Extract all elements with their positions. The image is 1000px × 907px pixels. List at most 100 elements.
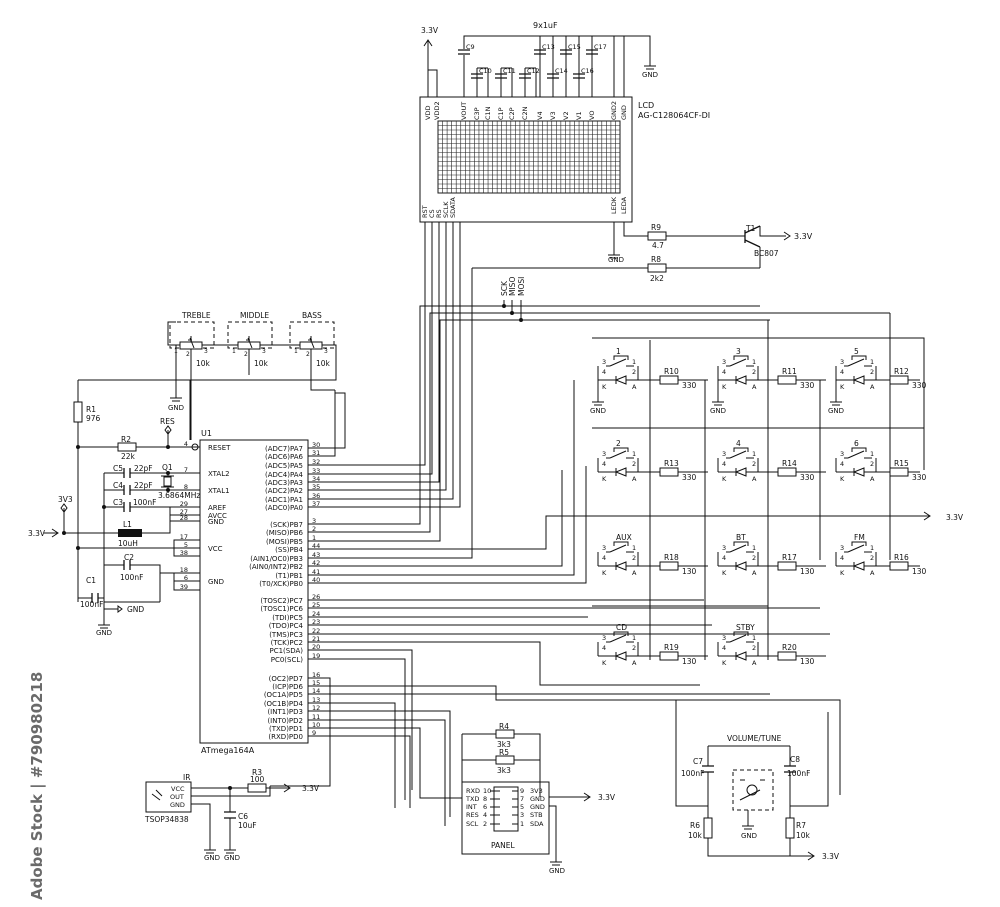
mcu-pin-num-5: 5 xyxy=(184,541,188,549)
svg-text:A: A xyxy=(752,475,757,483)
svg-text:R20: R20 xyxy=(782,643,797,652)
mcu-port-11: (SS)PB4 xyxy=(275,546,303,554)
svg-text:100nF: 100nF xyxy=(120,573,143,582)
svg-text:3: 3 xyxy=(204,348,208,355)
svg-text:A: A xyxy=(752,569,757,577)
svg-text:K: K xyxy=(840,569,845,577)
svg-text:GND: GND xyxy=(642,71,658,79)
svg-text:100nF: 100nF xyxy=(681,769,704,778)
svg-text:GND: GND xyxy=(741,832,757,840)
svg-text:C6: C6 xyxy=(238,812,248,821)
lcd-supply-label: 3.3V xyxy=(421,26,439,35)
svg-text:GND: GND xyxy=(590,407,606,415)
svg-text:3: 3 xyxy=(722,450,726,458)
mcu-port-19: (TDO)PC4 xyxy=(269,622,304,630)
svg-text:K: K xyxy=(602,569,607,577)
svg-text:PANEL: PANEL xyxy=(491,841,516,850)
svg-text:L1: L1 xyxy=(123,520,132,529)
mcu-port-num-33: 33 xyxy=(312,467,320,475)
svg-text:130: 130 xyxy=(800,657,815,666)
svg-text:4: 4 xyxy=(483,811,487,819)
svg-text:K: K xyxy=(722,383,727,391)
svg-text:2: 2 xyxy=(870,460,874,468)
svg-text:C14: C14 xyxy=(555,67,568,75)
svg-text:A: A xyxy=(632,569,637,577)
svg-text:3: 3 xyxy=(602,634,606,642)
svg-text:FM: FM xyxy=(854,533,865,542)
svg-text:C5: C5 xyxy=(113,464,123,473)
svg-text:R12: R12 xyxy=(894,367,909,376)
svg-text:1: 1 xyxy=(752,450,756,458)
svg-text:A: A xyxy=(752,383,757,391)
svg-text:22k: 22k xyxy=(121,452,136,461)
lcd-top-pin-vdd2: VDD2 xyxy=(433,101,441,120)
button-matrix-wiring xyxy=(592,313,925,660)
svg-text:R4: R4 xyxy=(499,722,509,731)
svg-text:2k2: 2k2 xyxy=(650,274,664,283)
svg-text:3: 3 xyxy=(840,450,844,458)
svg-text:3k3: 3k3 xyxy=(497,740,511,749)
lcd-top-pin-vo: VO xyxy=(588,111,596,120)
lcd-top-pin-v3: V3 xyxy=(549,111,557,120)
mcu-port-num-22: 22 xyxy=(312,627,320,635)
svg-text:330: 330 xyxy=(800,473,815,482)
svg-text:GND: GND xyxy=(710,407,726,415)
mcu-port-num-3: 3 xyxy=(312,517,316,525)
svg-text:7: 7 xyxy=(520,795,524,803)
mcu-port-31: (RXD)PD0 xyxy=(268,733,303,741)
svg-text:10: 10 xyxy=(483,787,491,795)
lcd-top-pin-c1n: C1N xyxy=(484,106,492,120)
mcu-port-num-23: 23 xyxy=(312,618,320,626)
svg-text:RES: RES xyxy=(160,417,175,426)
svg-text:A: A xyxy=(870,475,875,483)
lcd-top-pin-vdd: VDD xyxy=(424,106,432,120)
mcu-port-num-44: 44 xyxy=(312,542,320,550)
svg-text:330: 330 xyxy=(912,473,927,482)
svg-text:130: 130 xyxy=(800,567,815,576)
mcu-port-27: (OC1B)PD4 xyxy=(264,700,304,708)
svg-text:3: 3 xyxy=(840,358,844,366)
svg-text:1: 1 xyxy=(632,358,636,366)
lcd-top-pin-gnd2: GND2 xyxy=(610,101,618,120)
mcu-port-num-31: 31 xyxy=(312,449,320,457)
svg-text:GND: GND xyxy=(204,854,220,862)
svg-text:130: 130 xyxy=(912,567,927,576)
svg-text:R11: R11 xyxy=(782,367,797,376)
svg-text:1: 1 xyxy=(870,450,874,458)
panel-pin-r-4: SDA xyxy=(530,820,544,828)
mcu-pin-xtal1-2: XTAL1 xyxy=(208,487,230,495)
mcu-ref: U1 xyxy=(201,429,212,438)
svg-text:STBY: STBY xyxy=(736,623,755,632)
svg-text:VCC: VCC xyxy=(171,785,185,793)
svg-text:K: K xyxy=(602,475,607,483)
svg-text:R13: R13 xyxy=(664,459,679,468)
svg-text:3.3V: 3.3V xyxy=(302,784,320,793)
svg-text:GND: GND xyxy=(828,407,844,415)
mcu-pin-reset-0: RESET xyxy=(208,444,231,452)
mcu-port-13: (AIN0/INT2)PB2 xyxy=(249,563,303,571)
panel-pin-scl: SCL xyxy=(466,820,479,828)
lcd-pin-leda: LEDA xyxy=(620,196,628,214)
svg-text:R1: R1 xyxy=(86,405,96,414)
svg-text:4: 4 xyxy=(722,644,726,652)
mcu-pin-aref-3: AREF xyxy=(208,504,226,512)
svg-text:K: K xyxy=(840,475,845,483)
svg-text:C9: C9 xyxy=(466,43,475,51)
mcu-port-num-42: 42 xyxy=(312,559,320,567)
mcu-pin-vcc-7: VCC xyxy=(208,545,223,553)
svg-text:K: K xyxy=(722,569,727,577)
svg-text:4: 4 xyxy=(722,554,726,562)
lcd-pin-sclk: SCLK xyxy=(442,201,450,218)
lcd-cap-5: C13 xyxy=(533,43,555,55)
svg-text:10k: 10k xyxy=(316,359,331,368)
lcd-pin-rs: RS xyxy=(435,209,443,218)
svg-text:MIDDLE: MIDDLE xyxy=(240,311,269,320)
panel-pin-r-1: GND xyxy=(530,795,545,803)
svg-text:2: 2 xyxy=(186,351,190,358)
